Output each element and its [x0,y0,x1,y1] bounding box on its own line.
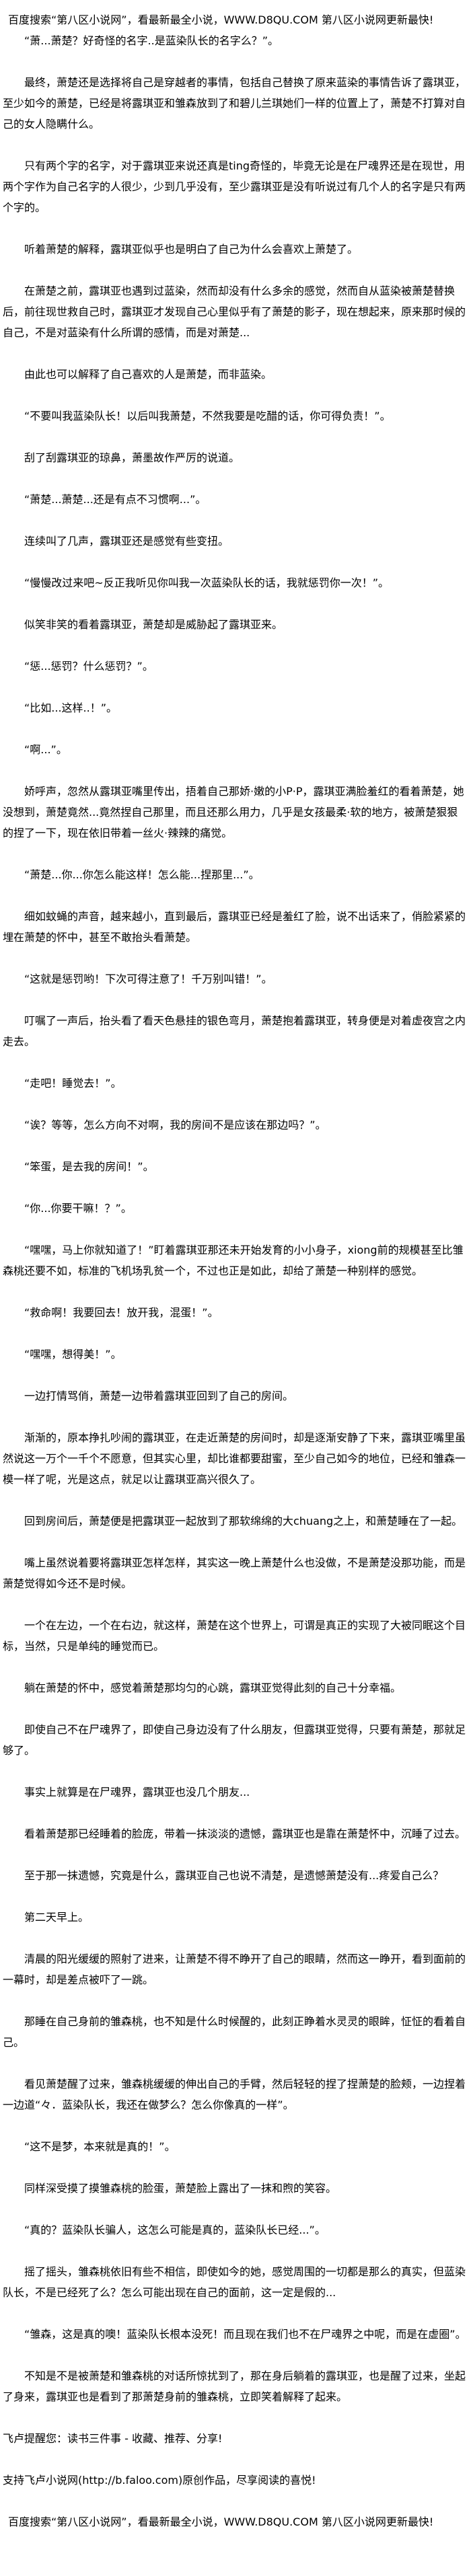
story-paragraph: 即使自己不在尸魂界了，即使自己身边没有了什么朋友，但露琪亚觉得，只要有萧楚，那就… [3,1723,466,1757]
story-paragraph: “雏森，这是真的噢！蓝染队长根本没死！而且现在我们也不在尸魂界之中呢，而是在虚圈… [24,2328,466,2341]
story-paragraph: “走吧！睡觉去！”。 [24,1077,122,1090]
story-paragraph: 清晨的阳光缓缓的照射了进来，让萧楚不得不睁开了自己的眼睛，然而这一睁开，看到面前… [3,1953,466,1986]
story-paragraph: “不要叫我蓝染队长！以后叫我萧楚，不然我要是吃醋的话，你可得负责！”。 [24,410,391,422]
story-paragraph: “萧楚...萧楚...还是有点不习惯啊...”。 [24,493,207,506]
site-ad-footer: 百度搜索“第八区小说网”，看最新最全小说，WWW.D8QU.COM 第八区小说网… [8,2515,434,2528]
story-paragraph: 渐渐的，原本挣扎吵闹的露琪亚，在走近萧楚的房间时，却是逐渐安静了下来，露琪亚嘴里… [3,1431,466,1486]
support-notice: 支持飞卢小说网(http://b.faloo.com)原创作品，尽享阅读的喜悦! [3,2474,316,2487]
story-paragraph: 那睡在自己身前的雏森桃，也不知是什么时候醒的，此刻正睁着水灵灵的眼眸，怔怔的看着… [3,2015,466,2049]
story-paragraph: 连续叫了几声，露琪亚还是感觉有些变扭。 [24,535,229,547]
story-paragraph: “你...你要干嘛！？”。 [24,1202,132,1215]
story-paragraph: 一边打情骂俏，萧楚一边带着露琪亚回到了自己的房间。 [24,1390,294,1402]
page-footer: 飞卢提醒您：读书三件事 - 收藏、推荐、分享! 支持飞卢小说网(http://b… [3,2428,468,2532]
story-paragraph: 事实上就算是在尸魂界，露琪亚也没几个朋友... [24,1786,250,1798]
story-paragraph: “救命啊！我要回去！放开我，混蛋！”。 [24,1306,219,1319]
story-paragraph: “嘿嘿，马上你就知道了！”盯着露琪亚那还未开始发育的小小身子，xiong前的规模… [3,1244,464,1277]
story-paragraph: “笨蛋，是去我的房间！”。 [24,1160,154,1173]
story-paragraph: 由此也可以解释了自己喜欢的人是萧楚，而非蓝染。 [24,368,273,381]
story-paragraph: 似笑非笑的看着露琪亚，萧楚却是威胁起了露琪亚来。 [24,618,283,631]
story-paragraph: 看见萧楚醒了过来，雏森桃缓缓的伸出自己的手臂，然后轻轻的捏了捏萧楚的脸颊，一边捏… [3,2078,466,2111]
story-paragraph: “嘿嘿，想得美！”。 [24,1348,122,1361]
story-paragraph: “啊...”。 [24,743,67,756]
story-paragraph: “萧楚...你...你怎么能这样！怎么能...捏那里...”。 [24,868,260,881]
story-paragraph: 娇呼声，忽然从露琪亚嘴里传出，捂着自己那娇·嫩的小P·P，露琪亚满脸羞红的看着萧… [3,785,464,839]
story-paragraph: “比如...这样..！”。 [24,702,118,714]
story-paragraph: 嘴上虽然说着要将露琪亚怎样怎样，其实这一晚上萧楚什么也没做，不是萧楚没那功能，而… [3,1556,466,1590]
story-paragraph: 最终，萧楚还是选择将自己是穿越者的事情，包括自己替换了原来蓝染的事情告诉了露琪亚… [3,76,466,130]
chapter-body: “萧...萧楚？好奇怪的名字..是蓝染队长的名字么？”。最终，萧楚还是选择将自己… [3,30,468,2407]
story-paragraph: “这不是梦，本来就是真的！”。 [24,2140,176,2153]
story-paragraph: 细如蚊蝇的声音，越来越小，直到最后，露琪亚已经是羞红了脸，说不出话来了，俏脸紧紧… [3,910,466,944]
story-paragraph: 回到房间后，萧楚便是把露琪亚一起放到了那软绵绵的大chuang之上，和萧楚睡在了… [24,1515,463,1527]
story-paragraph: 至于那一抹遗憾，究竟是什么，露琪亚自己也说不清楚，是遗憾萧楚没有...疼爱自己么… [24,1869,444,1882]
story-paragraph: 只有两个字的名字，对于露琪亚来说还真是ting奇怪的，毕竟无论是在尸魂界还是在现… [3,159,466,214]
story-paragraph: “惩...惩罚？什么惩罚？”。 [24,660,153,673]
story-paragraph: 在萧楚之前，露琪亚也遇到过蓝染，然而却没有什么多余的感觉，然而自从蓝染被萧楚替换… [3,285,466,339]
story-paragraph: “这就是惩罚哟！下次可得注意了！千万别叫错！”。 [24,973,273,985]
story-paragraph: 摇了摇头，雏森桃依旧有些不相信，即使如今的她，感觉周围的一切都是那么的真实，但蓝… [3,2265,466,2299]
story-paragraph: 一个在左边，一个在右边，就这样，萧楚在这个世界上，可谓是真正的实现了大被同眠这个… [3,1619,466,1653]
story-paragraph: 叮嘱了一声后，抬头看了看天色悬挂的银色弯月，萧楚抱着露琪亚，转身便是对着虚夜宫之… [3,1014,466,1048]
story-paragraph: 听着萧楚的解释，露琪亚似乎也是明白了自己为什么会喜欢上萧楚了。 [24,243,359,256]
story-paragraph: 不知是不是被萧楚和雏森桃的对话所惊扰到了，那在身后躺着的露琪亚，也是醒了过来，坐… [3,2370,466,2403]
story-paragraph: “真的？蓝染队长骗人，这怎么可能是真的，蓝染队长已经...”。 [24,2224,326,2236]
story-paragraph: “萧...萧楚？好奇怪的名字..是蓝染队长的名字么？”。 [24,34,279,47]
site-ad-header: 百度搜索“第八区小说网”，看最新最全小说，WWW.D8QU.COM 第八区小说网… [8,13,434,26]
story-paragraph: “诶？等等，怎么方向不对啊，我的房间不是应该在那边吗？”。 [24,1119,326,1131]
reading-reminder: 飞卢提醒您：读书三件事 - 收藏、推荐、分享! [3,2432,223,2445]
story-paragraph: 刮了刮露琪亚的琼鼻，萧墨故作严厉的说道。 [24,451,240,464]
story-paragraph: 躺在萧楚的怀中，感觉着萧楚那均匀的心跳，露琪亚觉得此刻的自己十分幸福。 [24,1681,402,1694]
story-paragraph: “慢慢改过来吧~反正我听见你叫我一次蓝染队长的话，我就惩罚你一次！”。 [24,576,389,589]
story-paragraph: 同样深受摸了摸雏森桃的脸蛋，萧楚脸上露出了一抹和煦的笑容。 [24,2182,337,2195]
story-paragraph: 第二天早上。 [24,1911,89,1924]
story-paragraph: 看着萧楚那已经睡着的脸庞，带着一抹淡淡的遗憾，露琪亚也是靠在萧楚怀中，沉睡了过去… [24,1827,466,1840]
